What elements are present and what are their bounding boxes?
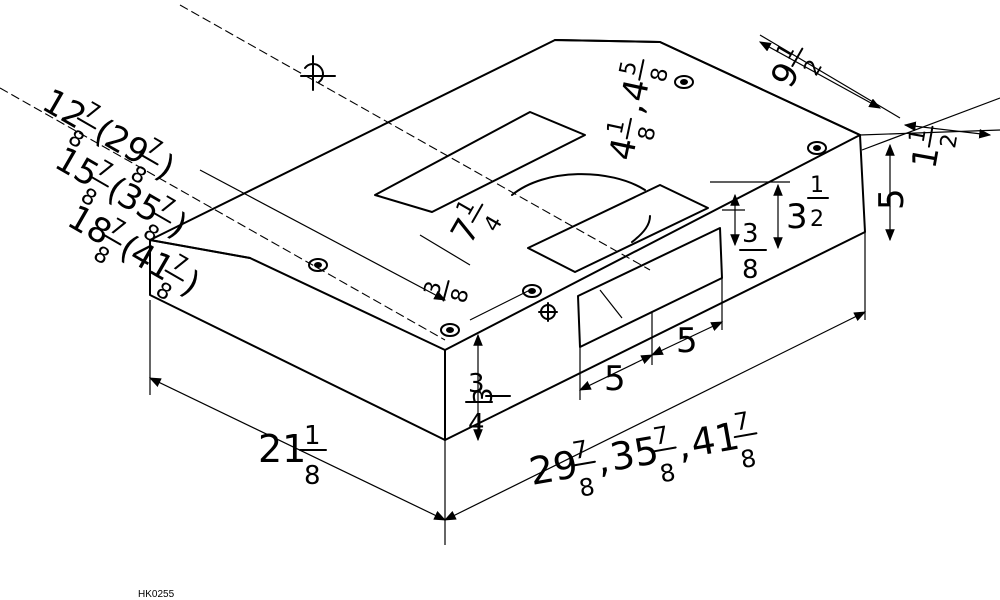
svg-text:3: 3: [786, 197, 808, 237]
dimension-lines: [148, 41, 992, 521]
dim-cutout-right: 5: [676, 321, 698, 361]
svg-text:8: 8: [647, 66, 674, 85]
duct-arc: [511, 173, 646, 196]
drawing-code: HK0255: [138, 589, 175, 600]
dim-width-c-den: 8: [738, 444, 758, 474]
centerline-symbol: [300, 55, 336, 91]
svg-text:2: 2: [936, 132, 963, 150]
svg-text:9: 9: [763, 56, 808, 95]
dim-duct-height: 3 1 2: [786, 173, 829, 237]
hood-side-face: [444, 134, 866, 441]
svg-text:1: 1: [810, 173, 824, 198]
dim-front-offset: 3: [469, 387, 511, 404]
mount-hole: [674, 75, 694, 89]
svg-text:1: 1: [905, 126, 932, 144]
side-cutout-rect: [577, 227, 723, 348]
top-cutouts: [374, 111, 709, 273]
dim-width-a-den: 8: [577, 472, 597, 502]
hood-bevel-line: [149, 239, 251, 259]
svg-text:1: 1: [603, 118, 630, 137]
mount-hole: [522, 284, 542, 298]
dim-width-a-num: 7: [570, 435, 590, 465]
dim-width-b-num: 7: [651, 421, 671, 451]
dim-width-c: 41: [687, 414, 742, 466]
svg-text:7: 7: [443, 212, 488, 251]
dim-width-a: 29: [526, 442, 581, 494]
dim-cutout-left: 5: [604, 359, 626, 399]
mount-hole: [440, 323, 460, 337]
side-cutout: [577, 227, 723, 348]
mounting-holes: [308, 75, 827, 337]
dim-depth-num: 1: [304, 421, 321, 451]
dim-depth-den: 8: [304, 461, 321, 491]
dim-width-c-num: 7: [732, 406, 752, 436]
dim-width-b-den: 8: [658, 458, 678, 488]
wire-hole: [538, 302, 558, 322]
hood-back-edge: [554, 39, 861, 136]
side-cutout-inner: [599, 289, 623, 319]
dim-width-main: 29 7 8 , 35 7 8 , 41 7 8: [526, 406, 758, 502]
svg-text:5: 5: [615, 59, 642, 78]
dim-depth: 21 1 8: [258, 421, 327, 491]
dim-cutout-height-den: 8: [742, 255, 759, 285]
svg-text:2: 2: [810, 207, 824, 232]
dim-hole-offsets: 4 1 8 , 4 5 8: [602, 59, 674, 164]
dim-depth-whole: 21: [258, 427, 306, 471]
svg-text:3: 3: [420, 279, 448, 299]
dim-top-widths: 12 7 8 ( 29 7 8 ) 15 7 8 ( 35 7 8 ) 18 7: [36, 81, 207, 306]
dim-width-b: 35: [607, 428, 662, 480]
svg-text:8: 8: [447, 286, 475, 306]
dim-cutout-height-num: 3: [742, 219, 759, 249]
dim-front-offset-den-v: 4: [468, 409, 485, 439]
dim-front-offset-num-v: 3: [468, 369, 485, 399]
mount-hole: [807, 141, 827, 155]
duct-arc-lower: [631, 215, 651, 243]
dim-height: 5: [872, 188, 912, 210]
dim-small-offset: 3 8: [420, 279, 475, 306]
svg-text:8: 8: [634, 124, 661, 143]
dim-front-offset-num: 3: [469, 387, 499, 404]
top-cutout-rear: [374, 111, 586, 213]
top-cutout-mid: [527, 184, 709, 273]
mount-hole: [308, 258, 328, 272]
dim-rear-depth: 9 1 2: [763, 40, 828, 95]
dim-top-width-b: 15 7 8 ( 35 7 8 ): [48, 139, 194, 248]
